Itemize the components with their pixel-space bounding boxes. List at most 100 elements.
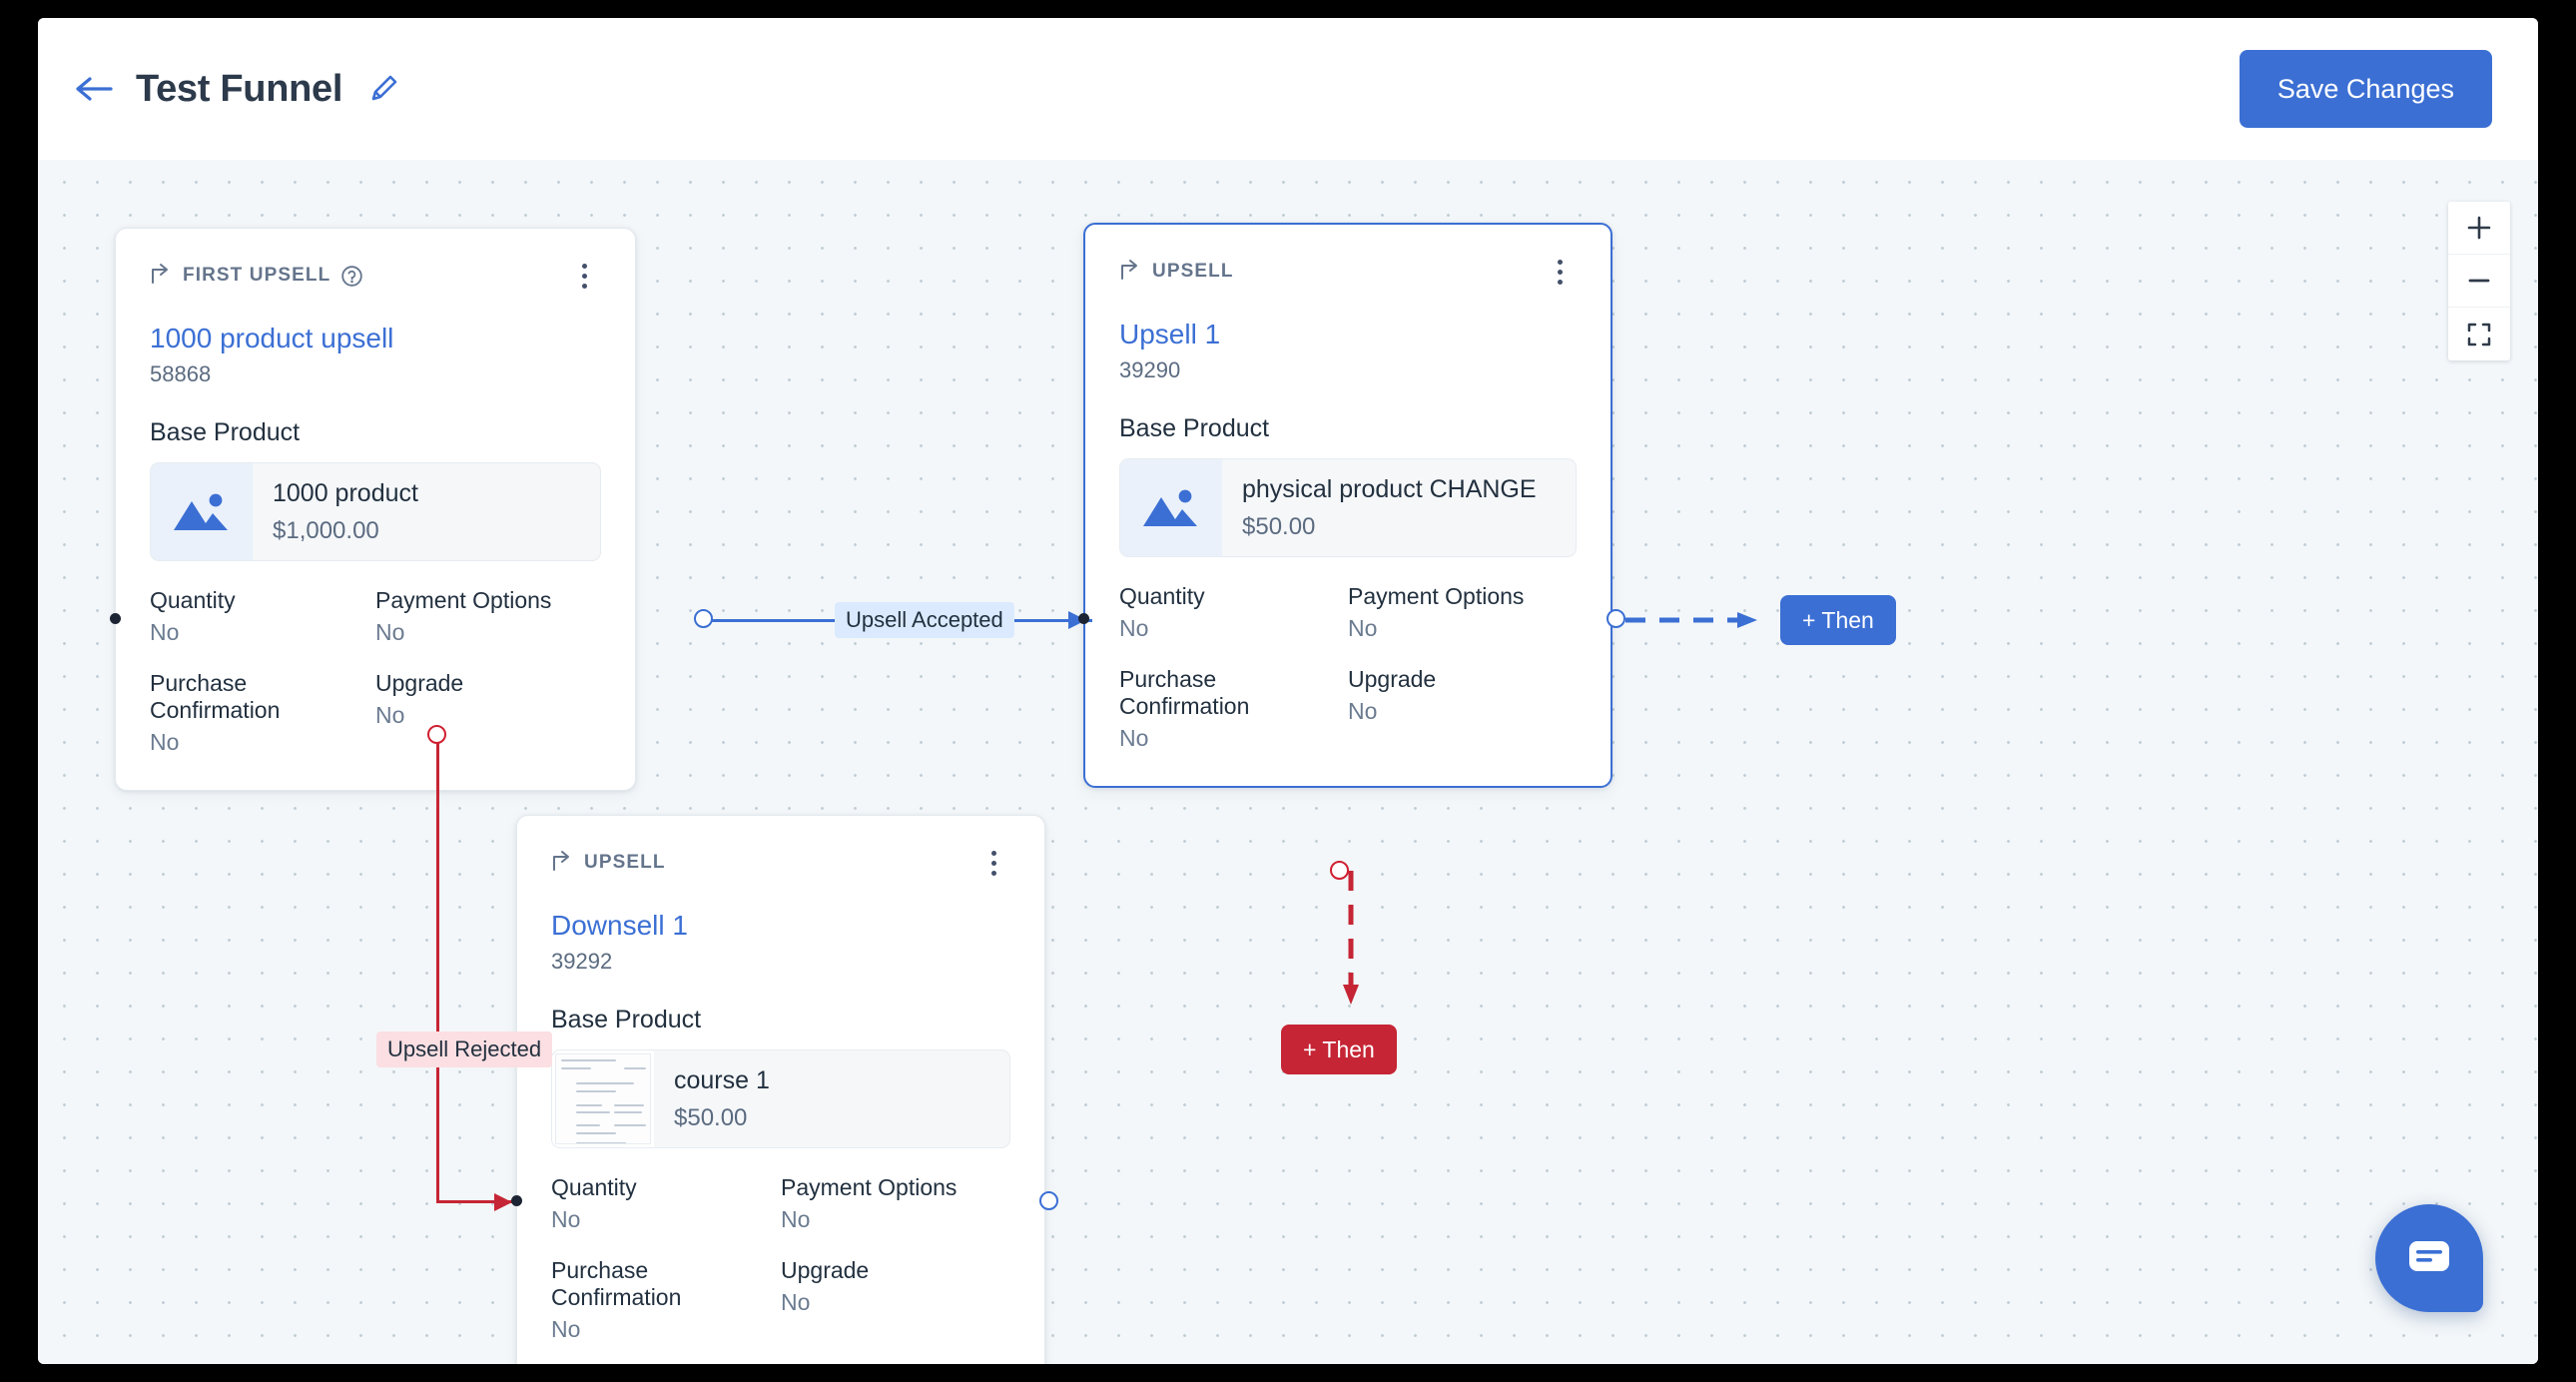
node-title-link[interactable]: Downsell 1 [551, 910, 688, 941]
node-title-link[interactable]: Upsell 1 [1119, 319, 1221, 349]
node-menu-icon[interactable] [567, 259, 601, 293]
attr-label: Upgrade [375, 670, 464, 696]
attr-payment-options: Payment Options No [781, 1174, 1010, 1233]
attr-value: No [375, 702, 405, 728]
attr-value: No [781, 1289, 811, 1315]
edge-rejected-arrowhead [492, 1190, 518, 1219]
attr-purchase-confirmation: Purchase Confirmation No [1119, 666, 1348, 752]
attr-purchase-confirmation: Purchase Confirmation No [150, 670, 375, 756]
attr-upgrade: Upgrade No [375, 670, 601, 756]
image-placeholder-icon [151, 463, 253, 560]
add-then-button-blue[interactable]: + Then [1780, 595, 1896, 645]
pencil-icon[interactable] [364, 70, 402, 108]
help-circle-icon[interactable] [340, 265, 363, 288]
minus-icon[interactable] [2448, 255, 2510, 308]
add-then-button-red[interactable]: + Then [1281, 1025, 1397, 1074]
node-kind-label: UPSELL [584, 852, 666, 873]
attr-value: No [1348, 615, 1378, 641]
product-info: course 1 $50.00 [654, 1050, 790, 1147]
attr-value: No [375, 619, 405, 645]
attr-label: Upgrade [781, 1257, 870, 1283]
funnel-node-upsell-1[interactable]: UPSELL Upsell 1 39290 Base Product physi… [1083, 223, 1612, 788]
base-product-row[interactable]: course 1 $50.00 [551, 1049, 1010, 1148]
product-price: $1,000.00 [273, 516, 379, 544]
node1-source-handle-right[interactable] [694, 609, 713, 628]
level-up-icon [1119, 258, 1141, 287]
node-attributes: Quantity No Payment Options No Purchase … [1119, 583, 1577, 752]
attr-label: Purchase Confirmation [150, 670, 281, 723]
node-menu-icon[interactable] [1543, 255, 1577, 289]
edge-label-upsell-rejected: Upsell Rejected [376, 1032, 553, 1067]
attr-quantity: Quantity No [150, 587, 375, 646]
attr-value: No [1119, 615, 1149, 641]
node-header: UPSELL [551, 846, 1010, 880]
edge-dashed-red [1343, 871, 1359, 1005]
node-id: 39292 [551, 949, 613, 974]
node2-source-handle-bottom[interactable] [1330, 861, 1349, 880]
attr-purchase-confirmation: Purchase Confirmation No [551, 1257, 781, 1343]
app-window: Test Funnel Save Changes Upsell Accepted… [38, 18, 2538, 1364]
node1-target-handle-left[interactable] [110, 613, 121, 624]
base-product-label: Base Product [551, 1006, 702, 1034]
attr-quantity: Quantity No [1119, 583, 1348, 642]
product-name: course 1 [674, 1065, 770, 1094]
attr-value: No [1348, 698, 1378, 724]
node3-source-handle-right[interactable] [1039, 1191, 1058, 1210]
attr-payment-options: Payment Options No [1348, 583, 1577, 642]
base-product-row[interactable]: 1000 product $1,000.00 [150, 462, 601, 561]
attr-label: Payment Options [1348, 583, 1525, 609]
attr-value: No [150, 619, 180, 645]
node1-source-handle-bottom[interactable] [427, 725, 446, 744]
document-preview [555, 1053, 651, 1144]
fit-screen-icon[interactable] [2448, 308, 2510, 360]
node-title-link[interactable]: 1000 product upsell [150, 323, 394, 353]
attr-value: No [551, 1206, 581, 1232]
product-price: $50.00 [674, 1103, 748, 1131]
save-changes-button[interactable]: Save Changes [2239, 50, 2492, 128]
zoom-controls [2448, 202, 2510, 360]
attr-value: No [150, 729, 180, 755]
attr-label: Quantity [1119, 583, 1205, 609]
node-menu-icon[interactable] [976, 846, 1010, 880]
node-kind-label: FIRST UPSELL [183, 265, 331, 286]
node-header: FIRST UPSELL [150, 259, 601, 293]
chat-launcher-button[interactable] [2375, 1204, 2483, 1312]
attr-value: No [551, 1316, 581, 1342]
funnel-canvas[interactable]: Upsell Accepted Upsell Rejected + Then +… [38, 160, 2538, 1364]
edge-label-upsell-accepted: Upsell Accepted [835, 602, 1014, 638]
attr-label: Payment Options [781, 1174, 958, 1200]
level-up-icon [150, 262, 172, 291]
attr-value: No [1119, 725, 1149, 751]
attr-label: Quantity [551, 1174, 637, 1200]
node-header: UPSELL [1119, 255, 1577, 289]
node2-target-handle-left[interactable] [1078, 613, 1089, 624]
funnel-node-first-upsell[interactable]: FIRST UPSELL 1000 product upsell 58868 B… [115, 228, 636, 791]
edge-accepted-arrowhead [1066, 608, 1092, 637]
node-id: 58868 [150, 361, 212, 386]
image-placeholder-icon [1120, 459, 1222, 556]
attr-label: Purchase Confirmation [1119, 666, 1250, 719]
node2-source-handle-right[interactable] [1607, 609, 1625, 628]
node-kind-label: UPSELL [1152, 261, 1234, 282]
product-name: 1000 product [273, 478, 418, 507]
funnel-node-downsell-1[interactable]: UPSELL Downsell 1 39292 Base Product [516, 815, 1045, 1364]
base-product-label: Base Product [1119, 414, 1270, 442]
attr-label: Upgrade [1348, 666, 1437, 692]
attr-value: No [781, 1206, 811, 1232]
plus-icon[interactable] [2448, 202, 2510, 255]
node3-target-handle-left[interactable] [511, 1195, 522, 1206]
attr-quantity: Quantity No [551, 1174, 781, 1233]
product-price: $50.00 [1242, 512, 1316, 540]
product-info: physical product CHANGE $50.00 [1222, 459, 1557, 556]
attr-upgrade: Upgrade No [781, 1257, 1010, 1343]
back-arrow-icon[interactable] [72, 67, 116, 111]
node-attributes: Quantity No Payment Options No Purchase … [551, 1174, 1010, 1343]
attr-label: Payment Options [375, 587, 552, 613]
chat-bubble-icon [2405, 1235, 2453, 1282]
attr-label: Quantity [150, 587, 236, 613]
node-attributes: Quantity No Payment Options No Purchase … [150, 587, 601, 756]
attr-label: Purchase Confirmation [551, 1257, 682, 1310]
edge-upsell-rejected-hline [436, 1200, 521, 1203]
base-product-row[interactable]: physical product CHANGE $50.00 [1119, 458, 1577, 557]
base-product-label: Base Product [150, 418, 301, 446]
